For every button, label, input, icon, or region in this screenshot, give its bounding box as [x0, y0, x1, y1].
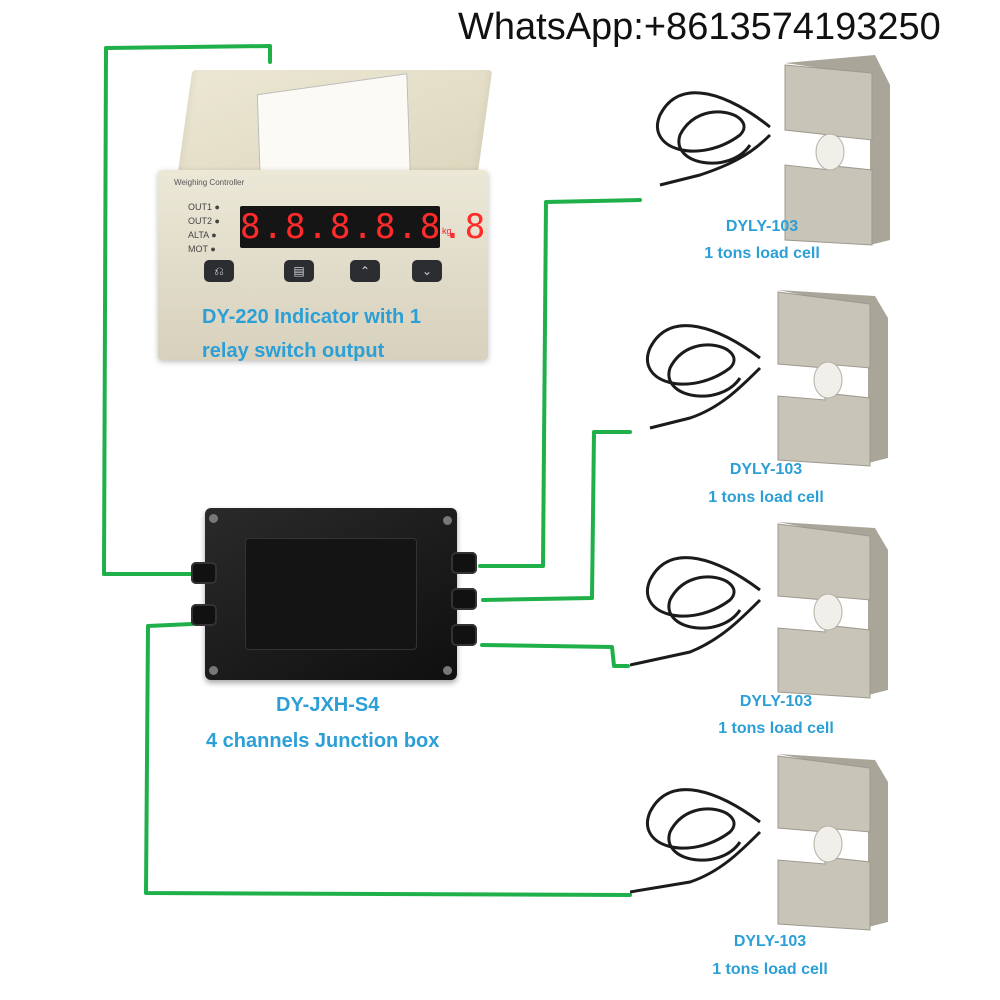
- indicator-display: 8.8.8.8.8.8: [240, 206, 488, 248]
- led-label: ALTA: [188, 230, 209, 240]
- cable-gland-icon: [191, 604, 217, 626]
- cable-gland-icon: [451, 624, 477, 646]
- indicator-front-title: Weighing Controller: [174, 178, 245, 187]
- indicator-button-menu[interactable]: ▤: [284, 260, 314, 282]
- junction-box-lid: [245, 538, 417, 650]
- load-cell-3-wire: [480, 643, 630, 668]
- screw-icon: [209, 666, 218, 675]
- load-cell-1-capacity: 1 tons load cell: [704, 245, 820, 262]
- indicator-unit: kg: [442, 226, 452, 236]
- indicator-label-line1: DY-220 Indicator with 1: [202, 306, 421, 328]
- screw-icon: [443, 516, 452, 525]
- load-cell-2-wire: [481, 430, 632, 602]
- load-cell-4-capacity: 1 tons load cell: [712, 961, 828, 978]
- weighing-indicator: Weighing Controller OUT1 ● OUT2 ● ALTA ●…: [158, 70, 493, 360]
- load-cell-4: [630, 754, 888, 931]
- cable-gland-icon: [451, 588, 477, 610]
- led-label: OUT2: [188, 216, 213, 226]
- load-cell-sensor-icon: [813, 825, 843, 863]
- load-cell-cable-icon: [656, 91, 772, 187]
- load-cell-3-model: DYLY-103: [739, 693, 813, 710]
- indicator-button-down[interactable]: ⌄: [412, 260, 442, 282]
- led-label: MOT: [188, 244, 208, 254]
- load-cell-3-capacity: 1 tons load cell: [718, 720, 834, 737]
- cable-gland-icon: [451, 552, 477, 574]
- load-cell-3: [630, 522, 888, 699]
- led-dot-icon: ●: [214, 216, 220, 226]
- junction-box-label-line2: 4 channels Junction box: [206, 730, 440, 752]
- load-cell-cable-icon: [646, 324, 762, 430]
- load-cell-4-model: DYLY-103: [733, 933, 807, 950]
- load-cell-sensor-icon: [813, 593, 843, 631]
- junction-box-label-line1: DY-JXH-S4: [276, 694, 380, 716]
- led-label: OUT1: [188, 202, 213, 212]
- load-cell-4-wire: [144, 622, 632, 897]
- load-cell-2-model: DYLY-103: [729, 461, 803, 478]
- cable-gland-icon: [191, 562, 217, 584]
- load-cell-side: [778, 522, 888, 695]
- whatsapp-contact: WhatsApp:+8613574193250: [458, 6, 941, 48]
- load-cell-cable-icon: [630, 556, 762, 667]
- indicator-leds: OUT1 ● OUT2 ● ALTA ● MOT ●: [188, 200, 220, 256]
- junction-box: [191, 508, 477, 680]
- load-cell-sensor-icon: [813, 361, 843, 399]
- led-dot-icon: ●: [214, 202, 220, 212]
- load-cell-side: [785, 55, 890, 245]
- screw-icon: [443, 666, 452, 675]
- load-cell-1-wire: [478, 198, 642, 568]
- load-cell-1: [656, 55, 890, 246]
- load-cell-side: [778, 290, 888, 463]
- load-cell-sensor-icon: [815, 133, 845, 171]
- screw-icon: [209, 514, 218, 523]
- led-dot-icon: ●: [211, 230, 217, 240]
- load-cell-2: [646, 290, 888, 467]
- indicator-button-enter[interactable]: ⎌: [204, 260, 234, 282]
- load-cell-side: [778, 754, 888, 927]
- load-cell-2-capacity: 1 tons load cell: [708, 489, 824, 506]
- load-cell-cable-icon: [630, 788, 762, 894]
- indicator-button-up[interactable]: ⌃: [350, 260, 380, 282]
- load-cell-1-model: DYLY-103: [725, 218, 799, 235]
- indicator-wire: [102, 44, 272, 576]
- led-dot-icon: ●: [210, 244, 216, 254]
- indicator-label-line2: relay switch output: [202, 340, 385, 362]
